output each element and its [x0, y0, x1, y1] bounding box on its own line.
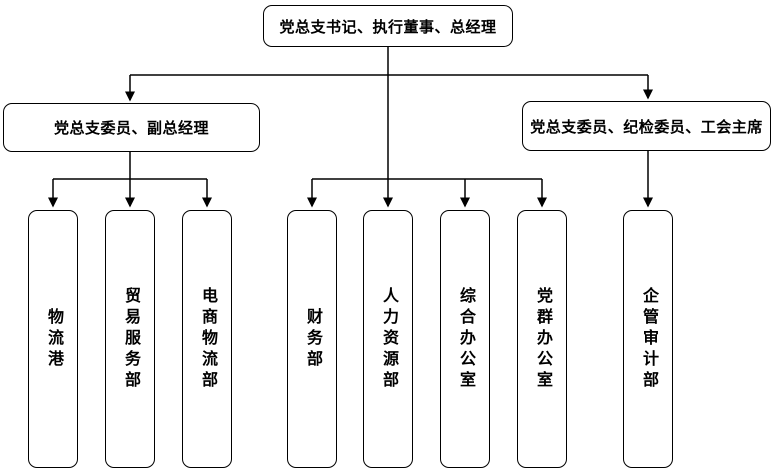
right-branch-label: 党总支委员、纪检委员、工会主席 — [530, 118, 763, 136]
dept-node-general-office: 综合办公室 — [440, 210, 490, 468]
dept-node-finance: 财务部 — [287, 210, 337, 468]
dept-node-enterprise-audit: 企管审计部 — [623, 210, 673, 468]
left-branch-node: 党总支委员、副总经理 — [3, 103, 260, 152]
dept-label: 企管审计部 — [640, 286, 657, 392]
dept-node-logistics-port: 物流港 — [28, 210, 78, 468]
dept-label: 党群办公室 — [534, 286, 551, 392]
root-node-label: 党总支书记、执行董事、总经理 — [279, 18, 497, 36]
dept-label: 贸易服务部 — [122, 286, 139, 392]
dept-label: 物流港 — [45, 307, 62, 371]
dept-label: 人力资源部 — [380, 286, 397, 392]
dept-node-ecommerce-logistics: 电商物流部 — [182, 210, 232, 468]
root-node: 党总支书记、执行董事、总经理 — [263, 5, 513, 47]
dept-label: 综合办公室 — [457, 286, 474, 392]
right-branch-node: 党总支委员、纪检委员、工会主席 — [522, 101, 771, 151]
dept-node-party-mass-office: 党群办公室 — [517, 210, 567, 468]
dept-label: 财务部 — [304, 307, 321, 371]
left-branch-label: 党总支委员、副总经理 — [53, 120, 209, 137]
dept-node-trade-service: 贸易服务部 — [105, 210, 155, 468]
dept-node-human-resources: 人力资源部 — [363, 210, 413, 468]
dept-label: 电商物流部 — [199, 286, 216, 392]
